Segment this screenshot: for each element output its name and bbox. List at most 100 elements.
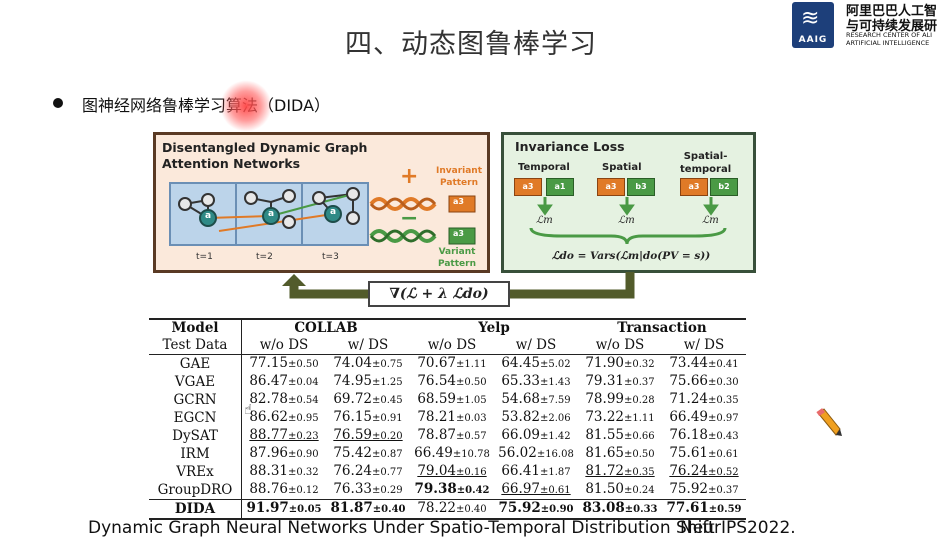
metric-value: 77.15 xyxy=(249,355,288,372)
box-a1: a1 xyxy=(546,178,574,196)
metric-cell: 70.67±1.11 xyxy=(410,355,494,374)
metric-cell: 65.33±1.43 xyxy=(494,373,578,391)
metric-cell: 78.99±0.28 xyxy=(578,391,662,409)
metric-std: ±0.28 xyxy=(624,395,655,407)
metric-value: 56.02 xyxy=(498,445,537,462)
header-group-transaction: Transaction xyxy=(578,317,746,338)
bullet-text: 图神经网络鲁棒学习算法（DIDA） xyxy=(82,96,331,115)
metric-std: ±0.42 xyxy=(456,485,490,497)
metric-std: ±0.32 xyxy=(624,359,655,371)
box-b3: b3 xyxy=(627,178,655,196)
metric-cell: 56.02±16.08 xyxy=(494,445,578,463)
logo-badge-text: AAIG xyxy=(798,35,828,45)
metric-cell: 74.95±1.25 xyxy=(326,373,410,391)
header-sub: w/o DS xyxy=(241,337,326,356)
paper-caption: Dynamic Graph Neural Networks Under Spat… xyxy=(88,518,796,538)
metric-value: 76.18 xyxy=(669,427,708,444)
metric-cell: 91.97±0.05 xyxy=(242,500,327,520)
metric-value: 54.68 xyxy=(501,391,540,408)
metric-value: 82.78 xyxy=(249,391,288,408)
model-name-cell: IRM xyxy=(149,445,242,464)
metric-std: ±0.50 xyxy=(624,449,655,461)
metric-value: 78.22 xyxy=(417,500,456,517)
metric-value: 66.49 xyxy=(669,409,708,426)
metric-std: ±1.11 xyxy=(456,359,487,371)
model-name-cell: EGCN xyxy=(149,409,242,428)
metric-cell: 76.15±0.91 xyxy=(326,409,410,427)
metric-value: 78.99 xyxy=(585,391,624,408)
model-name-cell: DySAT xyxy=(149,427,242,446)
metric-cell: 82.78±0.54 xyxy=(242,391,327,409)
invariant-box-label: a3 xyxy=(453,197,464,206)
metric-value: 91.97 xyxy=(246,500,289,517)
lm-spatiotemporal: ℒm xyxy=(702,215,719,226)
logo-glyph-icon: ≋ xyxy=(801,6,820,31)
metric-std: ±0.61 xyxy=(540,485,571,497)
logo-mark: ≋ AAIG xyxy=(792,2,834,48)
metric-value: 66.97 xyxy=(501,481,540,498)
metric-std: ±0.35 xyxy=(708,395,739,407)
metric-std: ±0.57 xyxy=(456,431,487,443)
metric-std: ±0.61 xyxy=(708,449,739,461)
laser-pointer-highlight xyxy=(220,80,272,132)
metric-std: ±0.40 xyxy=(372,504,406,516)
metric-value: 81.87 xyxy=(330,500,373,517)
metric-cell: 75.66±0.30 xyxy=(662,373,746,391)
metric-value: 76.59 xyxy=(333,427,372,444)
box-a3-temporal: a3 xyxy=(514,178,542,196)
metric-std: ±0.04 xyxy=(288,377,319,389)
minus-sign: − xyxy=(400,206,419,231)
node-a-label-3: a xyxy=(330,207,337,217)
node-a-label-1: a xyxy=(205,211,212,221)
metric-cell: 77.15±0.50 xyxy=(242,355,327,374)
metric-cell: 66.49±0.97 xyxy=(662,409,746,427)
header-sub: w/ DS xyxy=(662,337,746,356)
metric-std: ±0.12 xyxy=(288,485,319,497)
metric-std: ±5.02 xyxy=(540,359,571,371)
ddga-panel-title: Disentangled Dynamic Graph Attention Net… xyxy=(162,140,368,171)
metric-cell: 83.08±0.33 xyxy=(578,500,662,520)
metric-value: 66.09 xyxy=(501,427,540,444)
metric-value: 78.21 xyxy=(417,409,456,426)
metric-cell: 66.49±10.78 xyxy=(410,445,494,463)
metric-cell: 76.59±0.20 xyxy=(326,427,410,445)
metric-cell: 68.59±1.05 xyxy=(410,391,494,409)
model-name-cell: GAE xyxy=(149,354,242,374)
metric-std: ±0.52 xyxy=(708,467,739,479)
metric-std: ±0.59 xyxy=(708,504,742,516)
metric-cell: 79.38±0.42 xyxy=(410,481,494,500)
metric-cell: 78.87±0.57 xyxy=(410,427,494,445)
metric-std: ±0.90 xyxy=(288,449,319,461)
header-group-collab: COLLAB xyxy=(241,317,410,338)
metric-value: 79.31 xyxy=(585,373,624,390)
metric-std: ±1.43 xyxy=(540,377,571,389)
metric-std: ±0.43 xyxy=(708,431,739,443)
metric-std: ±0.75 xyxy=(372,359,403,371)
metric-value: 76.15 xyxy=(333,409,372,426)
metric-std: ±0.35 xyxy=(624,467,655,479)
metric-value: 76.33 xyxy=(333,481,372,498)
aaig-logo: ≋ AAIG 阿里巴巴人工智 与可持续发展研 RESEARCH CENTER O… xyxy=(788,0,942,52)
metric-value: 75.42 xyxy=(333,445,372,462)
metric-std: ±0.41 xyxy=(708,359,739,371)
temporal-label: Temporal xyxy=(518,162,570,173)
metric-std: ±0.95 xyxy=(288,413,319,425)
metric-value: 74.95 xyxy=(333,373,372,390)
metric-cell: 81.72±0.35 xyxy=(578,463,662,481)
metric-cell: 75.61±0.61 xyxy=(662,445,746,463)
metric-cell: 66.09±1.42 xyxy=(494,427,578,445)
metric-cell: 87.96±0.90 xyxy=(242,445,327,463)
timestep-label-2: t=2 xyxy=(256,252,273,262)
metric-value: 71.90 xyxy=(585,355,624,372)
metric-value: 76.54 xyxy=(417,373,456,390)
metric-std: ±0.37 xyxy=(624,377,655,389)
metric-cell: 88.31±0.32 xyxy=(242,463,327,481)
model-name-cell: DIDA xyxy=(149,499,242,520)
metric-cell: 78.22±0.40 xyxy=(410,500,494,520)
metric-std: ±0.24 xyxy=(624,485,655,497)
header-test-data: Test Data xyxy=(149,337,242,356)
pencil-icon[interactable] xyxy=(814,407,844,437)
